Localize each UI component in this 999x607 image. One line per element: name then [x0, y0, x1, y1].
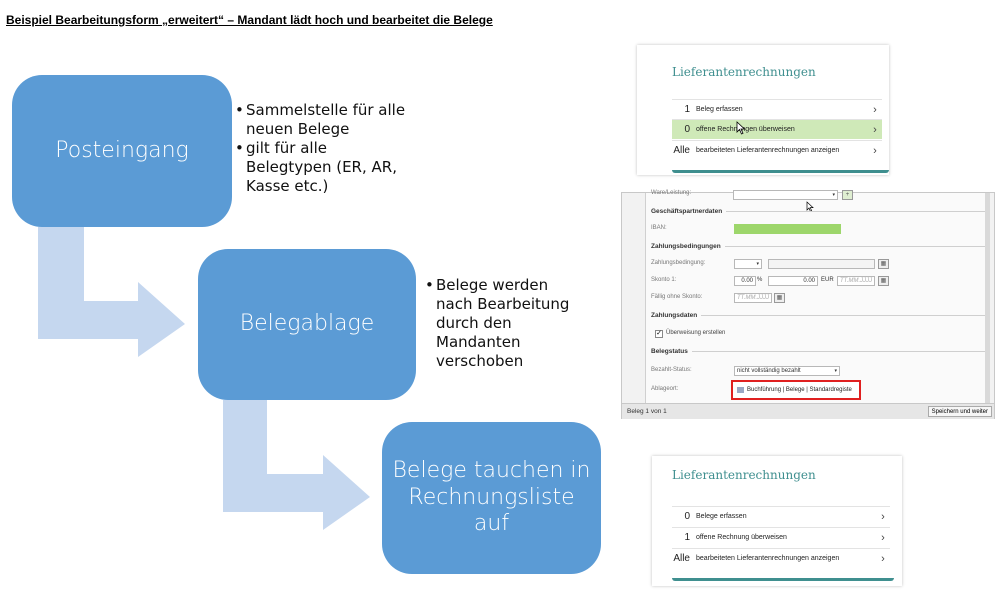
record-counter: Beleg 1 von 1 [627, 408, 667, 415]
zahlungsbedingung-text[interactable] [768, 259, 875, 269]
checkbox-label: Überweisung erstellen [666, 330, 726, 336]
screenshot-lieferantenrechnungen-before: Lieferantenrechnungen 1 Beleg erfassen ›… [637, 45, 889, 175]
percent-sign: % [757, 277, 763, 283]
list-item-offene-rechnung[interactable]: 1 offene Rechnung überweisen › [672, 527, 890, 547]
card-accent-bar [672, 170, 889, 173]
skonto-percent-input[interactable]: 0.00 [734, 276, 756, 286]
chevron-right-icon: › [873, 144, 877, 157]
section-zahlungsbedingungen: Zahlungsbedingungen [651, 243, 986, 250]
save-and-next-button[interactable]: Speichern und weiter [927, 406, 992, 417]
section-belegstatus: Belegstatus [651, 348, 986, 355]
process-label: Posteingang [55, 137, 189, 163]
calendar-icon[interactable]: ▦ [774, 293, 785, 303]
item-label: bearbeiteten Lieferantenrechnungen anzei… [696, 147, 840, 154]
count: 1 [684, 104, 690, 115]
arrow-belegablage-to-rechnungsliste [223, 400, 370, 530]
plus-icon[interactable]: + [842, 190, 853, 200]
screenshot-lieferantenrechnungen-after: Lieferantenrechnungen 0 Belege erfassen … [652, 456, 902, 586]
bullet-item: Sammelstelle für alle neuen Belege [235, 101, 415, 139]
bullet-list-posteingang: Sammelstelle für alle neuen Belege gilt … [235, 101, 415, 196]
bullet-item: Belege werden nach Bearbeitung durch den… [425, 276, 585, 371]
field-label: Ablageort: [651, 386, 679, 392]
chevron-right-icon: › [881, 531, 885, 544]
select-value: nicht vollständig bezahlt [737, 368, 801, 374]
iban-value-redacted[interactable] [734, 224, 841, 234]
document-title: Beispiel Bearbeitungsform „erweitert“ – … [6, 13, 493, 27]
list-item-alle-anzeigen[interactable]: Alle bearbeiteten Lieferantenrechnungen … [672, 548, 890, 568]
field-label: Ware/Leistung: [651, 190, 692, 196]
folder-icon [737, 387, 744, 393]
list-item-alle-anzeigen[interactable]: Alle bearbeiteten Lieferantenrechnungen … [672, 140, 882, 160]
chevron-right-icon: › [873, 123, 877, 136]
process-label: Belegablage [239, 311, 375, 337]
list-item-beleg-erfassen[interactable]: 1 Beleg erfassen › [672, 99, 882, 119]
ueberweisung-checkbox[interactable]: ✓ [655, 330, 663, 338]
count: 0 [684, 124, 690, 135]
item-label: bearbeiteten Lieferantenrechnungen anzei… [696, 555, 840, 562]
screenshot-beleg-form: Ware/Leistung: ▾ + Geschäftspartnerdaten… [621, 190, 995, 419]
due-date-input[interactable]: TT.MM.JJJJ [734, 293, 772, 303]
calendar-icon[interactable]: ▦ [878, 259, 889, 269]
field-label: Bezahlt-Status: [651, 367, 692, 373]
count: Alle [673, 553, 690, 564]
form-panel: Ware/Leistung: ▾ + Geschäftspartnerdaten… [645, 190, 990, 403]
mouse-cursor-icon [736, 121, 746, 135]
chevron-right-icon: › [873, 103, 877, 116]
count: Alle [673, 145, 690, 156]
currency-label: EUR [821, 277, 834, 283]
item-label: offene Rechnungen überweisen [696, 126, 795, 133]
arrow-posteingang-to-belegablage [38, 227, 185, 357]
process-box-posteingang: Posteingang [12, 75, 232, 227]
count: 1 [684, 532, 690, 543]
bullet-item: gilt für alle Belegtypen (ER, AR, Kasse … [235, 139, 415, 196]
list-item-offene-rechnungen[interactable]: 0 offene Rechnungen überweisen › [672, 119, 882, 139]
calendar-icon[interactable]: ▦ [878, 276, 889, 286]
process-label: Belege tauchen in Rechnungsliste auf [392, 457, 591, 537]
card-title: Lieferantenrechnungen [672, 468, 816, 482]
field-label: Skonto 1: [651, 277, 677, 283]
zahlungsbedingung-select[interactable]: ▾ [734, 259, 762, 269]
item-label: offene Rechnung überweisen [696, 534, 787, 541]
chevron-right-icon: › [881, 510, 885, 523]
scrollbar[interactable] [985, 193, 990, 403]
skonto-date-input[interactable]: TT.MM.JJJJ [837, 276, 875, 286]
ware-leistung-select[interactable]: ▾ [733, 190, 838, 200]
process-box-rechnungsliste: Belege tauchen in Rechnungsliste auf [382, 422, 601, 574]
form-statusbar: Beleg 1 von 1 Speichern und weiter [622, 403, 994, 419]
section-zahlungsdaten: Zahlungsdaten [651, 312, 986, 319]
card-title: Lieferantenrechnungen [672, 65, 816, 79]
item-label: Beleg erfassen [696, 106, 743, 113]
field-label: Zahlungsbedingung: [651, 260, 706, 266]
field-label: IBAN: [651, 225, 667, 231]
section-geschaeftspartnerdaten: Geschäftspartnerdaten [651, 208, 986, 215]
item-label: Belege erfassen [696, 513, 747, 520]
process-box-belegablage: Belegablage [198, 249, 416, 400]
bezahlt-status-select[interactable]: nicht vollständig bezahlt▾ [734, 366, 840, 376]
chevron-right-icon: › [881, 552, 885, 565]
list-item-belege-erfassen[interactable]: 0 Belege erfassen › [672, 506, 890, 526]
card-accent-bar [672, 578, 894, 581]
ablageort-value: Buchführung | Belege | Standardregiste [747, 387, 852, 393]
field-label: Fällig ohne Skonto: [651, 294, 703, 300]
skonto-amount-input[interactable]: 0.00 [768, 276, 818, 286]
count: 0 [684, 511, 690, 522]
ablageort-field-highlighted[interactable]: Buchführung | Belege | Standardregiste [731, 380, 861, 400]
bullet-list-belegablage: Belege werden nach Bearbeitung durch den… [425, 276, 585, 371]
